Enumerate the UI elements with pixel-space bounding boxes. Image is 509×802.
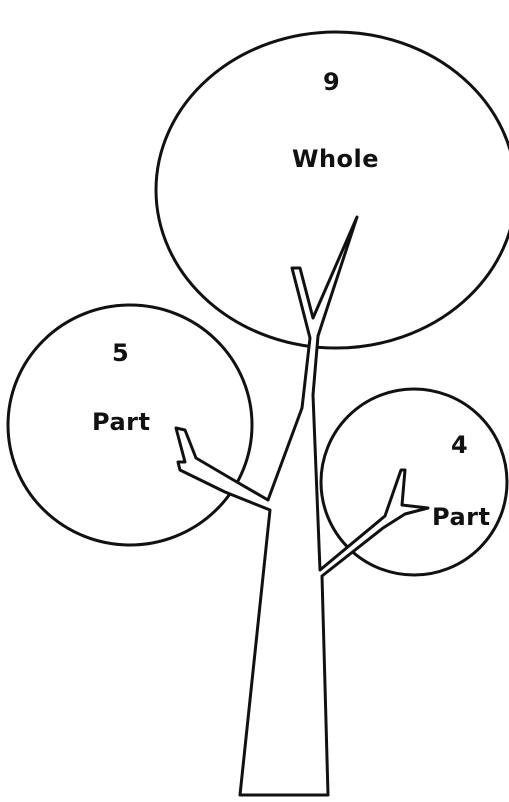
left-part-circle (6, 303, 254, 547)
tree-trunk (174, 215, 430, 797)
left-part-label: Part (92, 408, 151, 436)
left-part-value: 5 (112, 339, 129, 367)
whole-label: Whole (292, 145, 380, 173)
whole-value: 9 (323, 68, 340, 96)
right-part-value: 4 (451, 431, 468, 459)
whole-circle (154, 30, 509, 350)
right-part-label: Part (432, 503, 491, 531)
right-part-circle (319, 387, 509, 577)
